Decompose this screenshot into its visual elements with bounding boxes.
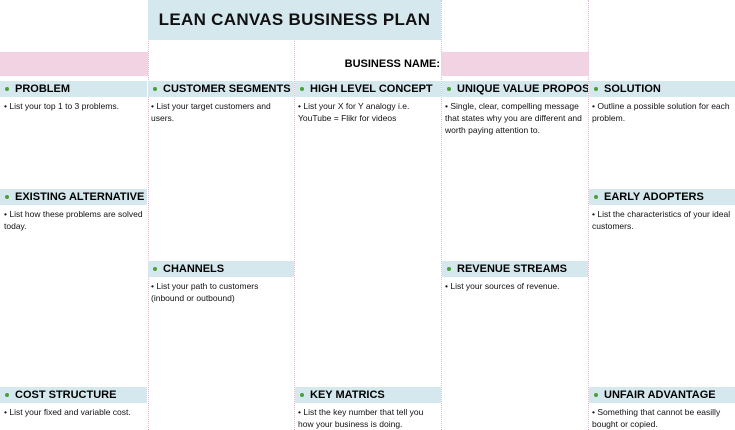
business-name-label: BUSINESS NAME: <box>344 58 440 70</box>
unique-value-body[interactable]: • Single, clear, compelling message that… <box>445 101 582 135</box>
existing-alternatives-body[interactable]: • List how these problems are solved tod… <box>4 209 143 231</box>
key-metrics-header: KEY MATRICS <box>295 387 441 403</box>
bullet-icon <box>594 87 598 91</box>
problem-title: PROBLEM <box>15 83 70 95</box>
pink-field-left <box>0 52 148 76</box>
early-adopters-body[interactable]: • List the characteristics of your ideal… <box>592 209 731 231</box>
problem-body[interactable]: • List your top 1 to 3 problems. <box>4 101 119 111</box>
existing-alternatives-title: EXISTING ALTERNATIVE <box>15 191 145 203</box>
customer-segments-header: CUSTOMER SEGMENTS <box>148 81 294 97</box>
early-adopters-title: EARLY ADOPTERS <box>604 191 704 203</box>
grid-line <box>148 0 149 430</box>
bullet-icon <box>300 393 304 397</box>
business-name-field[interactable] <box>441 52 589 76</box>
solution-title: SOLUTION <box>604 83 661 95</box>
high-level-concept-body[interactable]: • List your X for Y analogy i.e. YouTube… <box>298 101 410 123</box>
channels-body[interactable]: • List your path to customers (inbound o… <box>151 281 259 303</box>
bullet-icon <box>5 195 9 199</box>
bullet-icon <box>594 195 598 199</box>
revenue-streams-body[interactable]: • List your sources of revenue. <box>445 281 560 291</box>
unfair-advantage-title: UNFAIR ADVANTAGE <box>604 389 716 401</box>
bullet-icon <box>5 393 9 397</box>
early-adopters-header: EARLY ADOPTERS <box>589 189 735 205</box>
unfair-advantage-body[interactable]: • Something that cannot be easilly bough… <box>592 407 721 429</box>
grid-line <box>441 0 442 430</box>
page-title: LEAN CANVAS BUSINESS PLAN <box>148 0 441 40</box>
cost-structure-header: COST STRUCTURE <box>0 387 147 403</box>
cost-structure-body[interactable]: • List your fixed and variable cost. <box>4 407 131 417</box>
key-metrics-title: KEY MATRICS <box>310 389 385 401</box>
high-level-concept-header: HIGH LEVEL CONCEPT <box>295 81 441 97</box>
cost-structure-title: COST STRUCTURE <box>15 389 117 401</box>
bullet-icon <box>300 87 304 91</box>
key-metrics-body[interactable]: • List the key number that tell you how … <box>298 407 424 429</box>
customer-segments-body[interactable]: • List your target customers and users. <box>151 101 271 123</box>
bullet-icon <box>447 267 451 271</box>
bullet-icon <box>594 393 598 397</box>
grid-line <box>294 0 295 430</box>
existing-alternatives-header: EXISTING ALTERNATIVE <box>0 189 147 205</box>
bullet-icon <box>153 267 157 271</box>
revenue-streams-title: REVENUE STREAMS <box>457 263 568 275</box>
channels-title: CHANNELS <box>163 263 225 275</box>
unique-value-title: UNIQUE VALUE PROPOS <box>457 83 588 95</box>
bullet-icon <box>5 87 9 91</box>
bullet-icon <box>447 87 451 91</box>
solution-body[interactable]: • Outline a possible solution for each p… <box>592 101 730 123</box>
unfair-advantage-header: UNFAIR ADVANTAGE <box>589 387 735 403</box>
high-level-concept-title: HIGH LEVEL CONCEPT <box>310 83 433 95</box>
revenue-streams-header: REVENUE STREAMS <box>442 261 588 277</box>
channels-header: CHANNELS <box>148 261 294 277</box>
solution-header: SOLUTION <box>589 81 735 97</box>
customer-segments-title: CUSTOMER SEGMENTS <box>163 83 291 95</box>
problem-header: PROBLEM <box>0 81 147 97</box>
unique-value-header: UNIQUE VALUE PROPOS <box>442 81 588 97</box>
grid-line <box>588 0 589 430</box>
bullet-icon <box>153 87 157 91</box>
